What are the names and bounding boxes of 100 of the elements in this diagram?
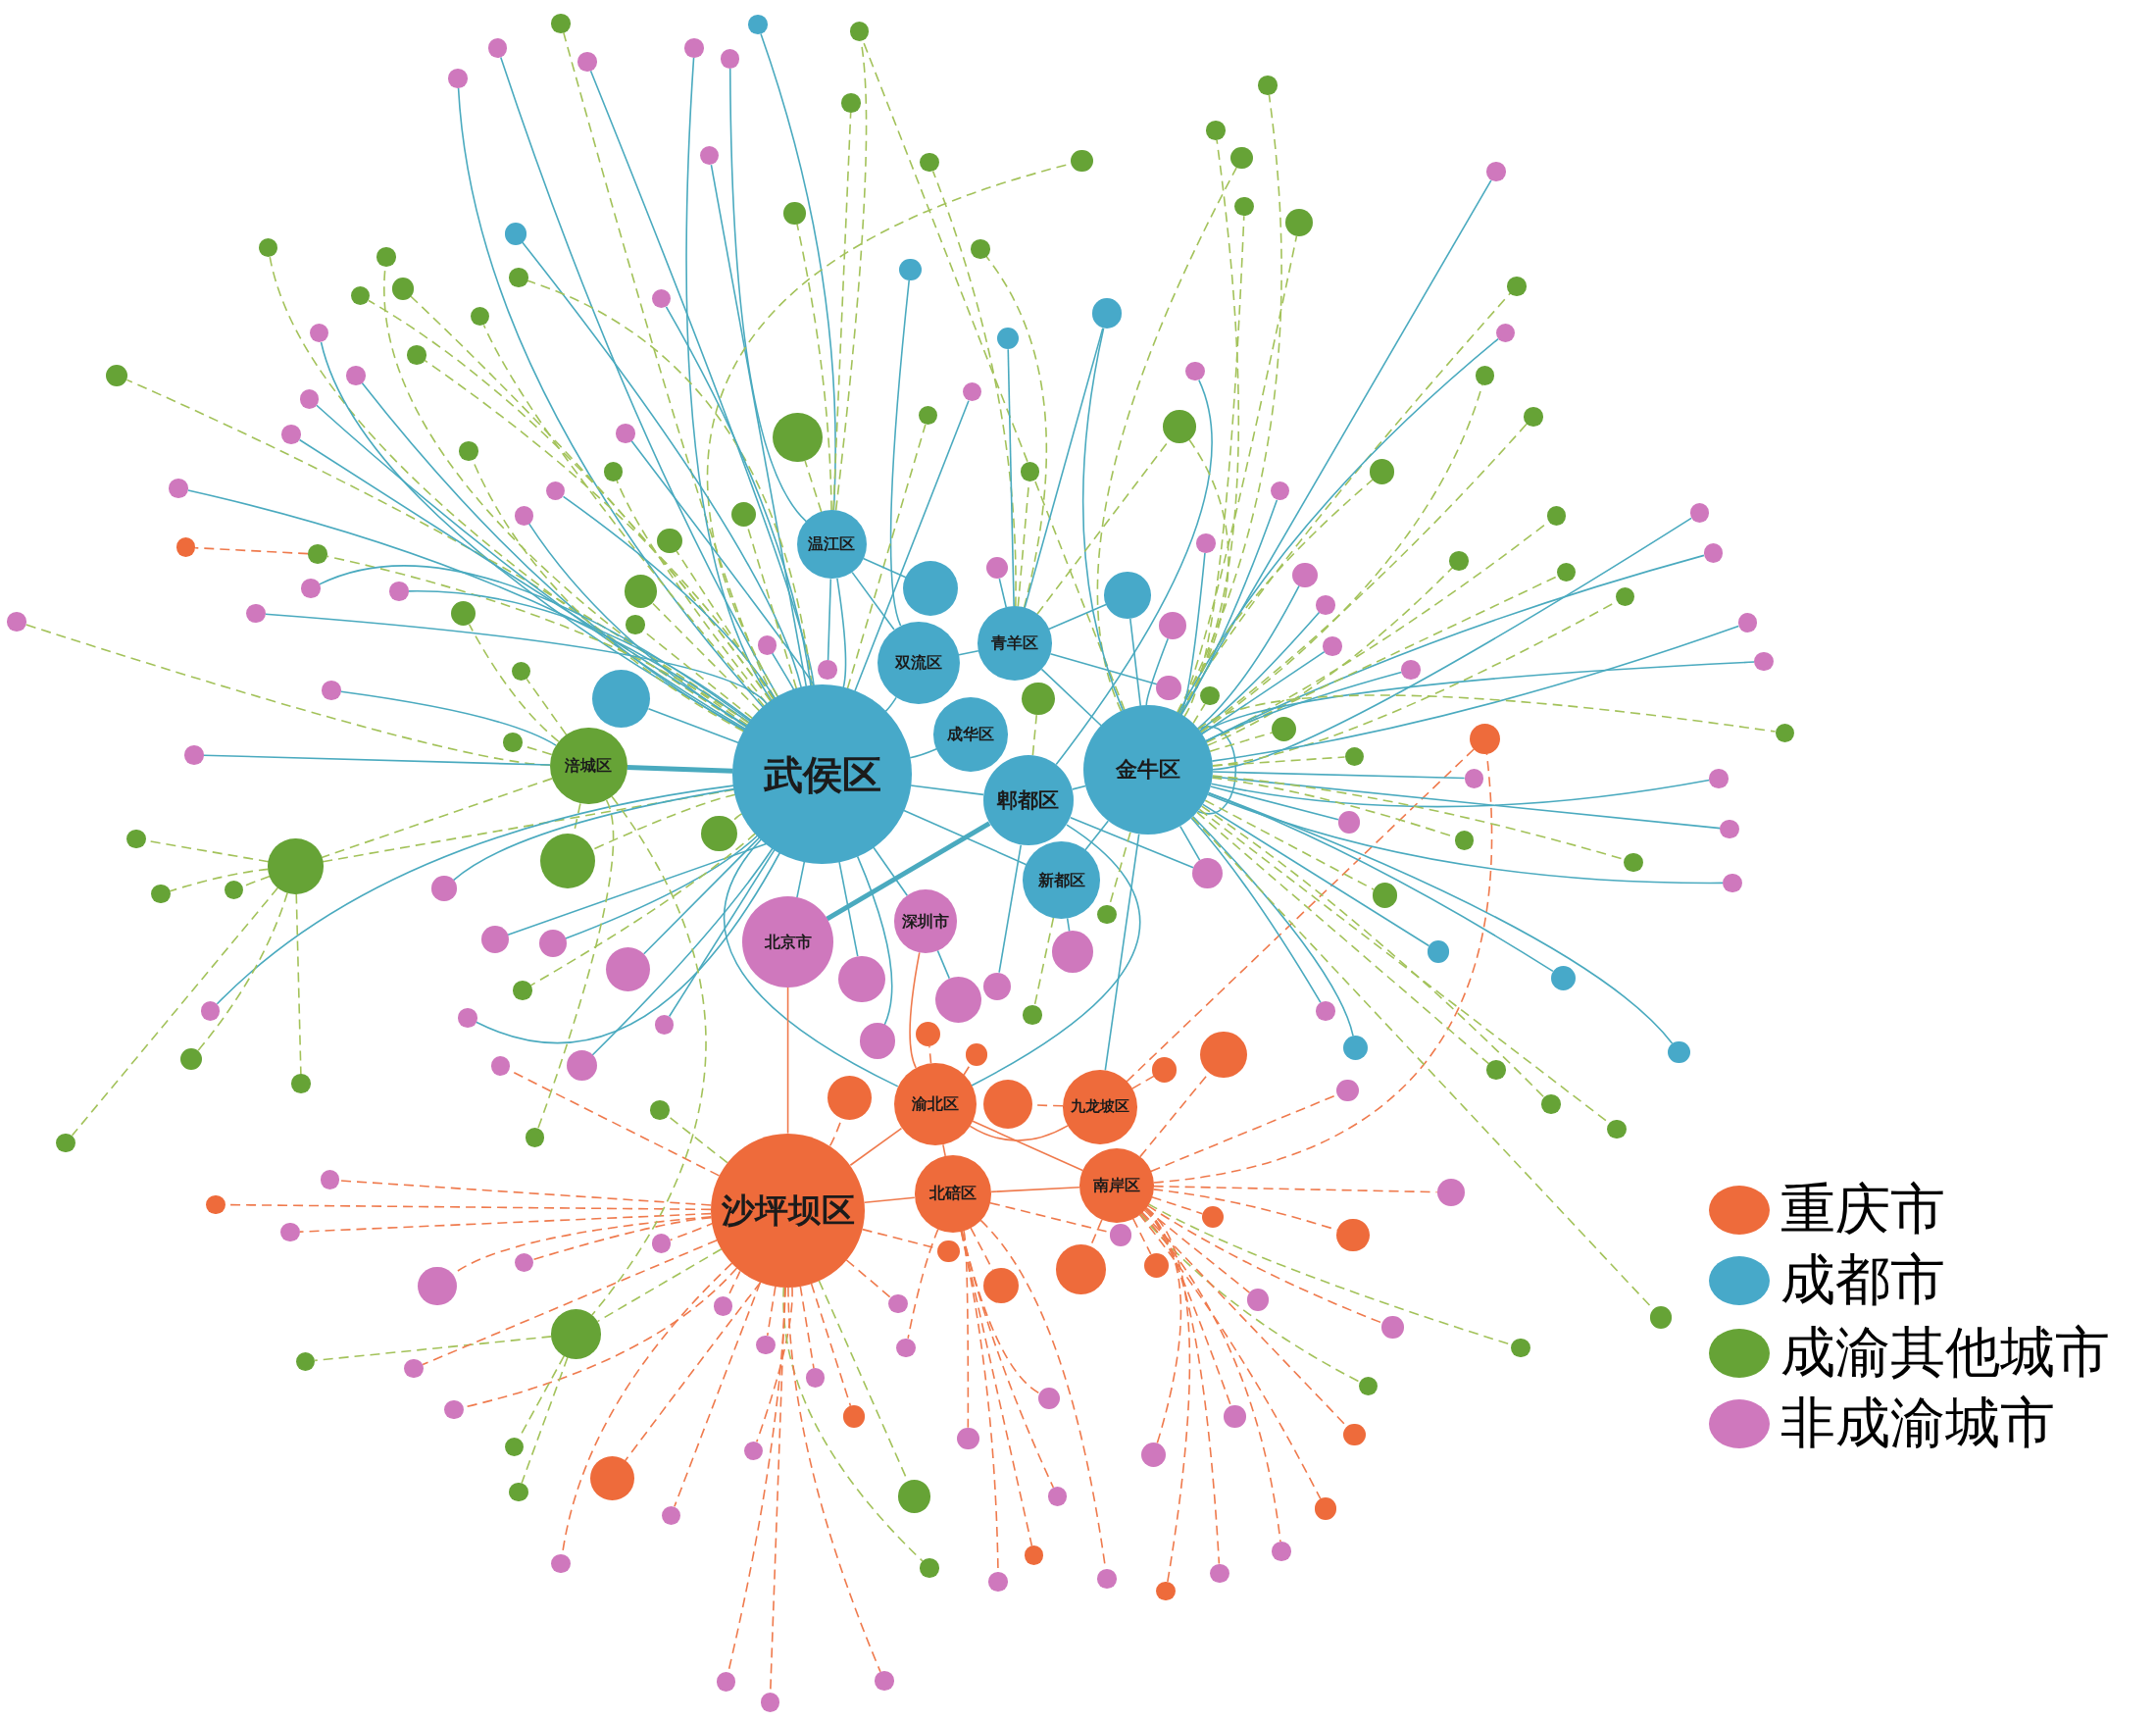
network-node bbox=[1024, 1545, 1044, 1565]
network-node: 双流区 bbox=[877, 621, 960, 705]
connector-line bbox=[1207, 791, 1674, 1044]
network-node bbox=[1285, 209, 1314, 237]
network-node bbox=[1372, 883, 1397, 908]
network-node bbox=[934, 976, 982, 1024]
connector-line bbox=[728, 68, 808, 523]
connector-line bbox=[836, 578, 847, 688]
network-node bbox=[514, 1252, 534, 1273]
network-node bbox=[320, 1170, 340, 1190]
connector-line bbox=[971, 824, 1141, 1087]
network-node bbox=[1247, 1289, 1270, 1311]
connector-line bbox=[963, 1230, 970, 1429]
network-node bbox=[1272, 716, 1297, 741]
connector-line bbox=[507, 842, 768, 936]
network-node bbox=[404, 1358, 424, 1379]
connector-line bbox=[630, 439, 815, 686]
connector-line bbox=[796, 223, 832, 512]
network-node bbox=[451, 600, 476, 627]
network-node bbox=[566, 1050, 597, 1082]
network-node bbox=[899, 258, 922, 281]
network-node bbox=[1047, 1487, 1068, 1506]
network-node bbox=[1546, 506, 1567, 526]
network-node: 金牛区 bbox=[1083, 705, 1213, 835]
network-node bbox=[1292, 562, 1318, 587]
network-node bbox=[206, 1194, 226, 1215]
network-node bbox=[470, 306, 490, 327]
connector-line bbox=[651, 602, 761, 712]
connector-line bbox=[787, 1286, 881, 1673]
connector-line bbox=[958, 649, 979, 656]
network-node bbox=[443, 1399, 464, 1420]
network-node bbox=[322, 681, 341, 700]
connector-line bbox=[676, 549, 775, 701]
connector-line bbox=[1210, 785, 1339, 821]
connector-line bbox=[1211, 776, 1722, 830]
network-node bbox=[1336, 1079, 1359, 1102]
connector-line bbox=[526, 678, 568, 735]
connector-line bbox=[1140, 1212, 1281, 1543]
connector-line bbox=[202, 754, 551, 766]
network-node bbox=[1191, 858, 1223, 888]
connector-line bbox=[710, 164, 808, 687]
connector-line bbox=[1144, 1207, 1221, 1565]
connector-line bbox=[863, 1196, 916, 1204]
connector-line bbox=[854, 400, 970, 692]
connector-line bbox=[1197, 694, 1777, 733]
connector-line bbox=[1143, 1209, 1182, 1444]
network-node bbox=[1343, 1423, 1366, 1445]
connector-line bbox=[1211, 625, 1740, 762]
legend-label: 成都市 bbox=[1780, 1252, 1945, 1307]
network-node bbox=[106, 364, 128, 387]
network-node bbox=[179, 1047, 203, 1071]
connector-line bbox=[1179, 825, 1201, 861]
network-node bbox=[1556, 562, 1577, 582]
network-node bbox=[1323, 636, 1342, 656]
connector-line bbox=[1210, 779, 1711, 808]
connector-line bbox=[665, 306, 812, 686]
network-node bbox=[616, 423, 635, 443]
network-node bbox=[350, 285, 371, 306]
connector-line bbox=[1190, 817, 1322, 1004]
connector-line bbox=[1207, 793, 1725, 885]
connector-line bbox=[531, 1216, 713, 1261]
network-node bbox=[577, 52, 597, 72]
network-node bbox=[1436, 1178, 1465, 1206]
connector-line bbox=[1040, 668, 1102, 727]
network-node bbox=[295, 1351, 316, 1372]
connector-line bbox=[961, 1230, 1055, 1489]
connector-line bbox=[810, 1283, 852, 1407]
network-node bbox=[720, 49, 740, 70]
connector-line bbox=[786, 987, 789, 1135]
network-node bbox=[743, 1441, 764, 1461]
connector-line bbox=[1024, 327, 1104, 609]
connector-line bbox=[856, 855, 893, 1026]
connector-line bbox=[1192, 703, 1206, 725]
network-node bbox=[874, 1670, 894, 1691]
network-node bbox=[589, 1456, 634, 1501]
network-node bbox=[1358, 1376, 1379, 1396]
network-node bbox=[937, 1240, 960, 1263]
connector-line bbox=[1212, 771, 1466, 780]
network-node bbox=[1184, 361, 1205, 381]
connector-line bbox=[668, 848, 776, 1018]
connector-line bbox=[990, 1187, 1080, 1193]
connector-line bbox=[1097, 167, 1237, 713]
network-node bbox=[1720, 819, 1740, 839]
network-node bbox=[175, 537, 196, 557]
connector-line bbox=[1179, 551, 1206, 716]
network-node bbox=[1141, 1443, 1167, 1468]
network-node: 武侯区 bbox=[732, 684, 912, 864]
network-node bbox=[1314, 1497, 1337, 1520]
connector-line bbox=[298, 1212, 712, 1233]
network-node bbox=[1495, 323, 1516, 343]
connector-line bbox=[963, 1063, 972, 1076]
connector-line bbox=[565, 835, 759, 939]
network-node: 涪城区 bbox=[549, 727, 627, 805]
connector-line bbox=[264, 613, 769, 705]
network-node bbox=[624, 575, 658, 608]
network-node bbox=[1454, 831, 1475, 850]
network-node bbox=[827, 1075, 873, 1120]
network-node bbox=[818, 660, 838, 680]
network-node bbox=[805, 1368, 826, 1389]
connector-line bbox=[889, 279, 910, 627]
